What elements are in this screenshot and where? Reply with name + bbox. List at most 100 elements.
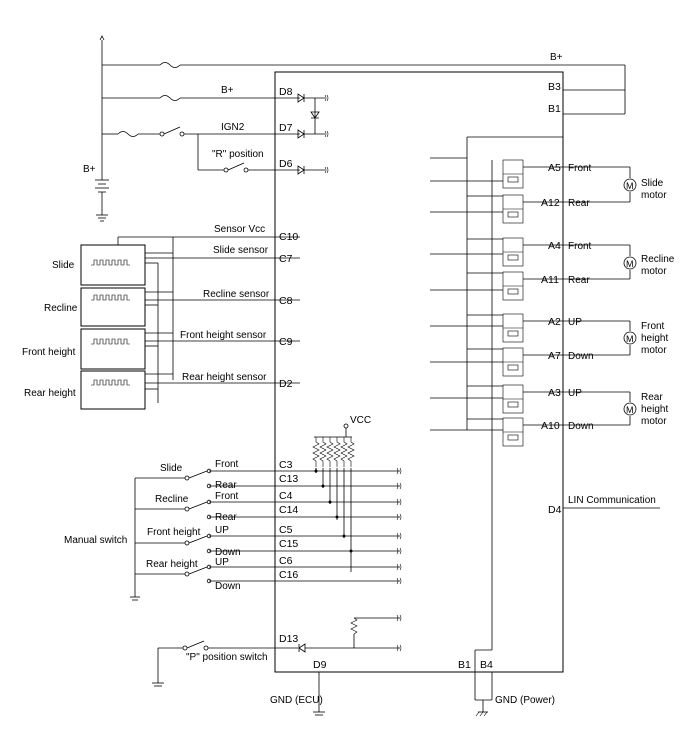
front-height-sensor-label: Front height sensor bbox=[180, 330, 267, 341]
recline-motor-icon bbox=[623, 256, 637, 270]
recline-motor-label-1: Recline bbox=[641, 254, 675, 265]
pin-b4: B4 bbox=[480, 659, 493, 671]
fuse-icon bbox=[117, 131, 139, 137]
p-position-switch-label: "P" position switch bbox=[186, 652, 268, 663]
slide-label: Slide bbox=[52, 260, 75, 271]
rear-height-label: Rear height bbox=[24, 388, 76, 399]
switch-down-3: Down bbox=[215, 547, 241, 558]
relay-fh-down bbox=[430, 347, 600, 377]
recline-sensor-label: Recline sensor bbox=[203, 289, 270, 300]
switch-front-2: Front bbox=[215, 491, 239, 502]
front-height-motor-icon bbox=[623, 331, 637, 345]
ground-section: D9 GND (ECU) B1 B4 GND (Power) bbox=[270, 649, 555, 717]
switch-front-height-label: Front height bbox=[147, 527, 201, 538]
pin-d13: D13 bbox=[279, 633, 298, 645]
motor-symbol: M bbox=[626, 181, 634, 191]
rear-height-motor-icon bbox=[623, 402, 637, 416]
relay-slide-rear bbox=[430, 194, 600, 224]
pin-a10: A10 bbox=[541, 420, 560, 432]
slide-motor-label-2: motor bbox=[641, 190, 667, 201]
recline-sensor-box bbox=[80, 287, 146, 327]
switch-up-3: UP bbox=[215, 525, 229, 536]
pin-c15: C15 bbox=[279, 538, 298, 550]
output-rear-slide: Rear bbox=[568, 198, 590, 209]
pin-a11: A11 bbox=[541, 274, 559, 286]
output-down-fh: Down bbox=[568, 351, 594, 362]
motor-symbol: M bbox=[626, 334, 634, 344]
front-height-label: Front height bbox=[22, 347, 76, 358]
relay-recline-rear bbox=[430, 271, 600, 301]
pin-c14: C14 bbox=[279, 504, 298, 516]
switch-up-4: UP bbox=[215, 557, 229, 568]
pin-d8: D8 bbox=[279, 86, 293, 98]
fuse-icon bbox=[159, 62, 181, 68]
rear-height-sensor-box bbox=[80, 370, 146, 410]
slide-motor-label-1: Slide bbox=[641, 178, 664, 189]
pin-c8: C8 bbox=[279, 295, 293, 307]
pin-d2: D2 bbox=[279, 378, 293, 390]
pin-c9: C9 bbox=[279, 336, 293, 348]
relay-rh-down bbox=[430, 417, 600, 447]
front-height-sensor-box bbox=[80, 328, 146, 370]
manual-switch-label: Manual switch bbox=[64, 535, 127, 546]
pin-c3: C3 bbox=[279, 459, 293, 471]
rear-height-sensor-label: Rear height sensor bbox=[182, 372, 267, 383]
output-rear-recline: Rear bbox=[568, 275, 590, 286]
gnd-ecu-label: GND (ECU) bbox=[270, 695, 323, 706]
pin-a4: A4 bbox=[548, 240, 561, 252]
pin-d7: D7 bbox=[279, 122, 293, 134]
pin-b1-right: B1 bbox=[548, 103, 561, 115]
pin-c7: C7 bbox=[279, 253, 293, 265]
rh-motor-label-3: motor bbox=[641, 416, 667, 427]
pin-a3: A3 bbox=[548, 387, 561, 399]
bplus-top-label: B+ bbox=[550, 52, 563, 63]
slide-sensor-box bbox=[80, 244, 146, 286]
power-input-pins: D8 D7 D6 bbox=[279, 86, 329, 175]
fh-motor-label-1: Front bbox=[641, 321, 665, 332]
switch-front-1: Front bbox=[215, 459, 239, 470]
gnd-power-label: GND (Power) bbox=[495, 695, 555, 706]
relay-output-section: B3 B1 bbox=[430, 81, 675, 650]
relay-fh-up bbox=[430, 313, 600, 343]
motor-symbol: M bbox=[626, 259, 634, 269]
pin-c4: C4 bbox=[279, 490, 293, 502]
recline-label: Recline bbox=[44, 303, 78, 314]
switch-slide-label: Slide bbox=[160, 463, 183, 474]
output-down-rh: Down bbox=[568, 421, 594, 432]
pin-b1-bottom: B1 bbox=[458, 659, 471, 671]
ecu-box bbox=[274, 71, 564, 673]
switch-recline-label: Recline bbox=[155, 494, 189, 505]
power-supply-section: B+ B+ IGN2 "R" position B+ bbox=[83, 35, 626, 222]
bplus-battery-label: B+ bbox=[83, 164, 96, 175]
pin-c10: C10 bbox=[279, 231, 298, 243]
rh-motor-label-2: height bbox=[641, 404, 668, 415]
switch-down-4: Down bbox=[215, 581, 241, 592]
output-up-rh: UP bbox=[568, 388, 582, 399]
pin-b3: B3 bbox=[548, 81, 561, 93]
pin-d9: D9 bbox=[313, 659, 327, 671]
pin-c6: C6 bbox=[279, 555, 293, 567]
pin-a12: A12 bbox=[541, 197, 560, 209]
relay-slide-front bbox=[430, 157, 600, 189]
pin-c13: C13 bbox=[279, 473, 298, 485]
switch-rear-height-label: Rear height bbox=[146, 559, 198, 570]
fh-motor-label-3: motor bbox=[641, 345, 667, 356]
pin-a2: A2 bbox=[548, 316, 561, 328]
pin-d6: D6 bbox=[279, 158, 293, 170]
fuse-icon bbox=[159, 95, 181, 101]
manual-switch-section: VCC bbox=[64, 415, 402, 601]
relay-recline-front bbox=[430, 237, 600, 267]
vcc-label: VCC bbox=[350, 415, 371, 426]
fh-motor-label-2: height bbox=[641, 333, 668, 344]
output-front-slide: Front bbox=[568, 163, 592, 174]
sensor-vcc-label: Sensor Vcc bbox=[214, 224, 265, 235]
switch-rear-2: Rear bbox=[215, 512, 237, 523]
recline-motor-label-2: motor bbox=[641, 266, 667, 277]
r-position-label: "R" position bbox=[212, 149, 264, 160]
pin-a5: A5 bbox=[548, 162, 561, 174]
pin-c5: C5 bbox=[279, 524, 293, 536]
pin-d4: D4 bbox=[548, 504, 562, 516]
p-position-section: "P" position switch D13 bbox=[152, 614, 402, 687]
motor-symbol: M bbox=[626, 405, 634, 415]
